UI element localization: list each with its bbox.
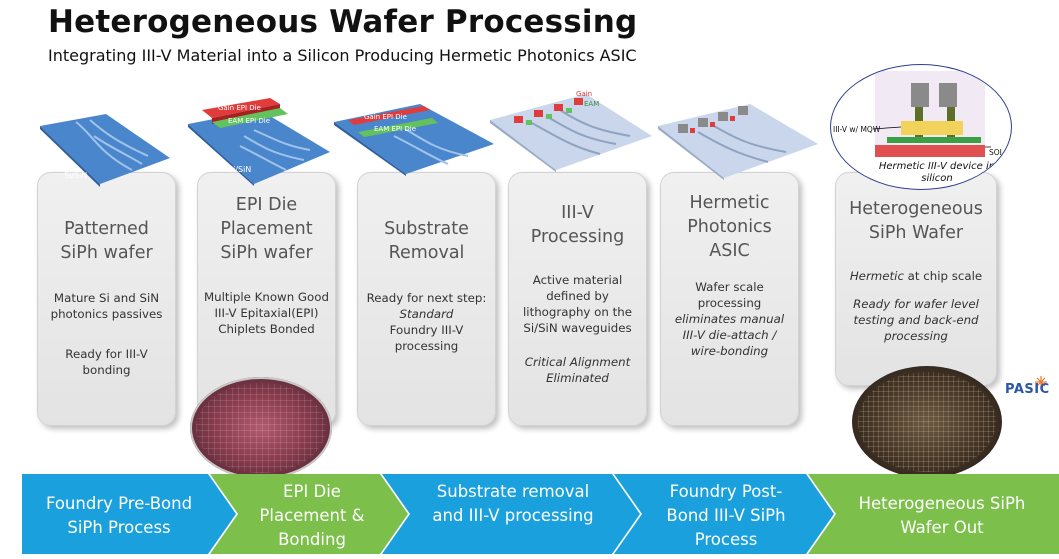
logo-text: PASIC [1005,382,1050,397]
tile-label: Si/SiN [64,171,87,180]
step-panel-patterned: Patterned SiPh wafer Mature Si and SiN p… [37,172,176,426]
panel-text: Ready for III-V bonding [65,347,148,377]
panel-heading: III-V Processing [513,201,642,249]
page-subtitle: Integrating III-V Material into a Silico… [48,46,637,65]
page-title: Heterogeneous Wafer Processing [48,4,638,40]
flow-step-2-label: EPI Die Placement & Bonding [259,482,365,549]
panel-heading-line: III-V [561,203,594,223]
panel-heading-line: Patterned [64,219,149,239]
mqw-label: III-V w/ MQW [833,125,881,134]
panel-heading-line: EPI Die [235,195,298,215]
panel-heading: EPI Die Placement SiPh wafer [202,193,331,265]
panel-text-rest: at chip scale [903,269,983,283]
panel-text: eliminates manual III-V die-attach / wir… [674,312,785,358]
panel-body: Hermetic at chip scale Ready for wafer l… [842,268,990,358]
step-panel-heterogeneous-wafer: Heterogeneous SiPh Wafer Hermetic at chi… [835,172,997,386]
device-cross-section-inset: III-V w/ MQW SOI Hermetic III-V device i… [830,64,1012,190]
tile-epi-die-placement: Gain EPI Die EAM EPI Die Si/SiN [188,98,330,186]
tile-substrate-removal: Gain EPI Die EAM EPI Die [334,104,494,176]
cross-section-drawing: III-V w/ MQW SOI [833,71,1002,157]
panel-body: Multiple Known Good III-V Epitaxial(EPI)… [204,289,329,351]
gain-label: Gain [576,90,592,98]
panel-heading-line: Heterogeneous [849,199,983,219]
flow-step-1-shape [22,474,236,554]
panel-body: Wafer scale processing eliminates manual… [667,279,792,359]
panel-text: Ready for wafer level testing and back-e… [853,297,979,343]
panel-heading-line: SiPh wafer [220,243,313,263]
flow-step-4-label: Foundry Post-Bond III-V SiPh Process [666,482,786,549]
tile-iii-v-processing: Gain EAM [490,90,652,172]
flow-step-3-shape [382,474,640,554]
panel-text: Wafer scale processing [695,280,764,310]
panel-heading-line: Photonics [687,217,772,237]
eam-label: EAM [584,100,599,108]
step-panel-hermetic-photonics-asic: Hermetic Photonics ASIC Wafer scale proc… [660,172,799,426]
panel-heading-line: ASIC [709,241,750,261]
panel-body: Ready for next step: Standard Foundry II… [364,290,489,354]
panel-text: Mature Si and SiN photonics passives [50,291,163,321]
panel-body: Active material defined by lithography o… [515,272,640,400]
finished-wafer-photo [852,366,1002,478]
flow-step-5-shape [808,474,1059,554]
hermetic-emphasis: Hermetic [849,269,904,283]
panel-heading: Patterned SiPh wafer [42,217,171,265]
step-panel-epi-die-placement: EPI Die Placement SiPh wafer Multiple Kn… [197,172,336,426]
tile-hermetic-asic [658,104,818,180]
panel-text: Multiple Known Good III-V Epitaxial(EPI)… [204,290,329,336]
panel-heading-line: SiPh Wafer [868,223,964,243]
panel-heading-line: Substrate [384,219,469,239]
panel-heading-line: Removal [388,243,465,263]
bonded-wafer-photo [190,377,332,479]
step-panel-substrate-removal: Substrate Removal Ready for next step: S… [357,172,496,426]
flow-step-2-shape [210,474,408,554]
panel-body: Mature Si and SiN photonics passives Rea… [44,290,169,392]
panel-heading: Hermetic Photonics ASIC [665,191,794,263]
step-panel-iii-v-processing: III-V Processing Active material defined… [508,172,647,426]
panel-heading-line: SiPh wafer [60,243,153,263]
tile-patterned-wafer: Si/SiN [40,114,170,187]
panel-heading-line: Processing [530,227,625,247]
eam-die-label: EAM EPI Die [374,125,416,133]
process-flow [22,474,1059,554]
tile-label: Si/SiN [228,165,251,174]
panel-heading: Heterogeneous SiPh Wafer [840,197,992,245]
eam-die-label: EAM EPI Die [228,117,270,125]
gain-die-label: Gain EPI Die [364,113,407,121]
panel-heading-line: Hermetic [689,193,770,213]
pasic-logo: PASIC [1005,374,1059,400]
flow-step-3-label: Substrate removal and III-V processing [432,482,594,525]
panel-text: Active material defined by lithography o… [523,273,632,335]
logo-mark-icon [1035,376,1047,388]
panel-text: Standard [399,307,454,321]
panel-heading: Substrate Removal [362,217,491,265]
panel-text: Ready for next step: [366,291,487,305]
soi-label: SOI [989,148,1002,157]
inset-caption: Hermetic III-V device in silicon [877,161,997,185]
gain-die-label: Gain EPI Die [218,104,261,112]
flow-step-1-label: Foundry Pre-Bond SiPh Process [45,494,193,537]
flow-step-5-label: Heterogeneous SiPh Wafer Out [858,494,1026,537]
panel-heading-line: Placement [220,219,313,239]
panel-text: Foundry III-V processing [389,323,464,353]
panel-text: Hermetic at chip scale [842,268,990,284]
panel-text: Critical Alignment Eliminated [524,355,631,385]
flow-step-4-shape [614,474,834,554]
